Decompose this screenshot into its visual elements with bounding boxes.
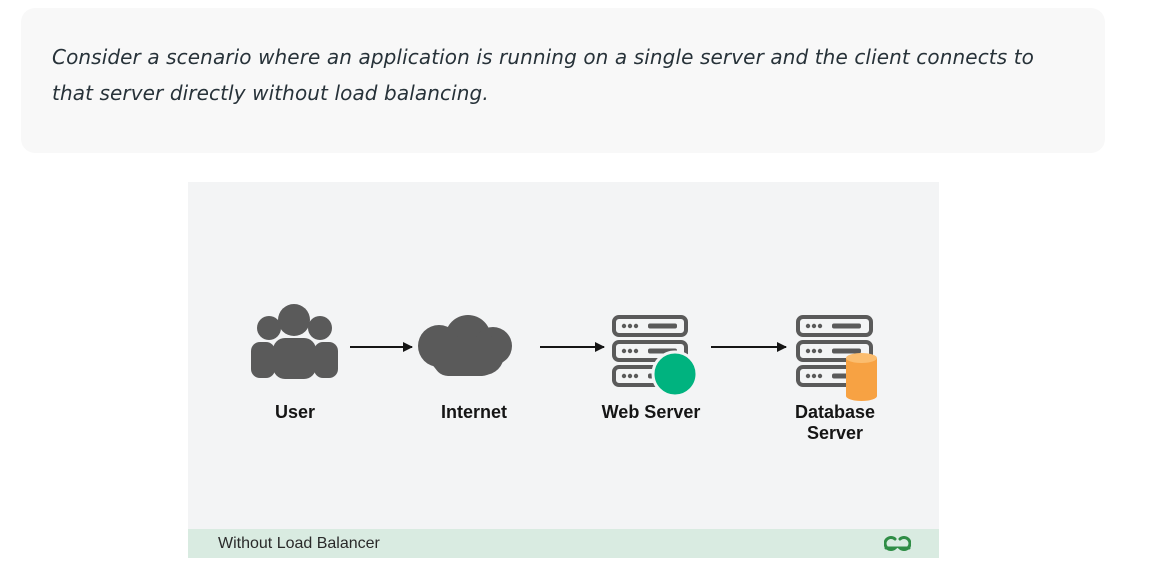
web-server-label: Web Server [601,402,701,422]
callout-text: Consider a scenario where an application… [52,45,1034,105]
internet-label: Internet [440,402,507,422]
database-server-label: Database Server [794,402,876,443]
user-group-icon [251,304,338,379]
figure-caption: Without Load Balancer [218,535,380,552]
scenario-callout: Consider a scenario where an application… [21,8,1105,153]
architecture-diagram [251,304,877,401]
brand-logo-icon [884,536,911,551]
load-balancer-figure: User Internet Web Server Database Server… [188,182,939,558]
cloud-icon [418,315,512,376]
database-server-icon [796,315,877,401]
figure-caption-bar: Without Load Balancer [188,529,939,558]
user-label: User [274,402,316,422]
web-server-icon [612,315,699,398]
web-server-status-badge [651,350,699,398]
database-cylinder-badge [846,353,877,401]
